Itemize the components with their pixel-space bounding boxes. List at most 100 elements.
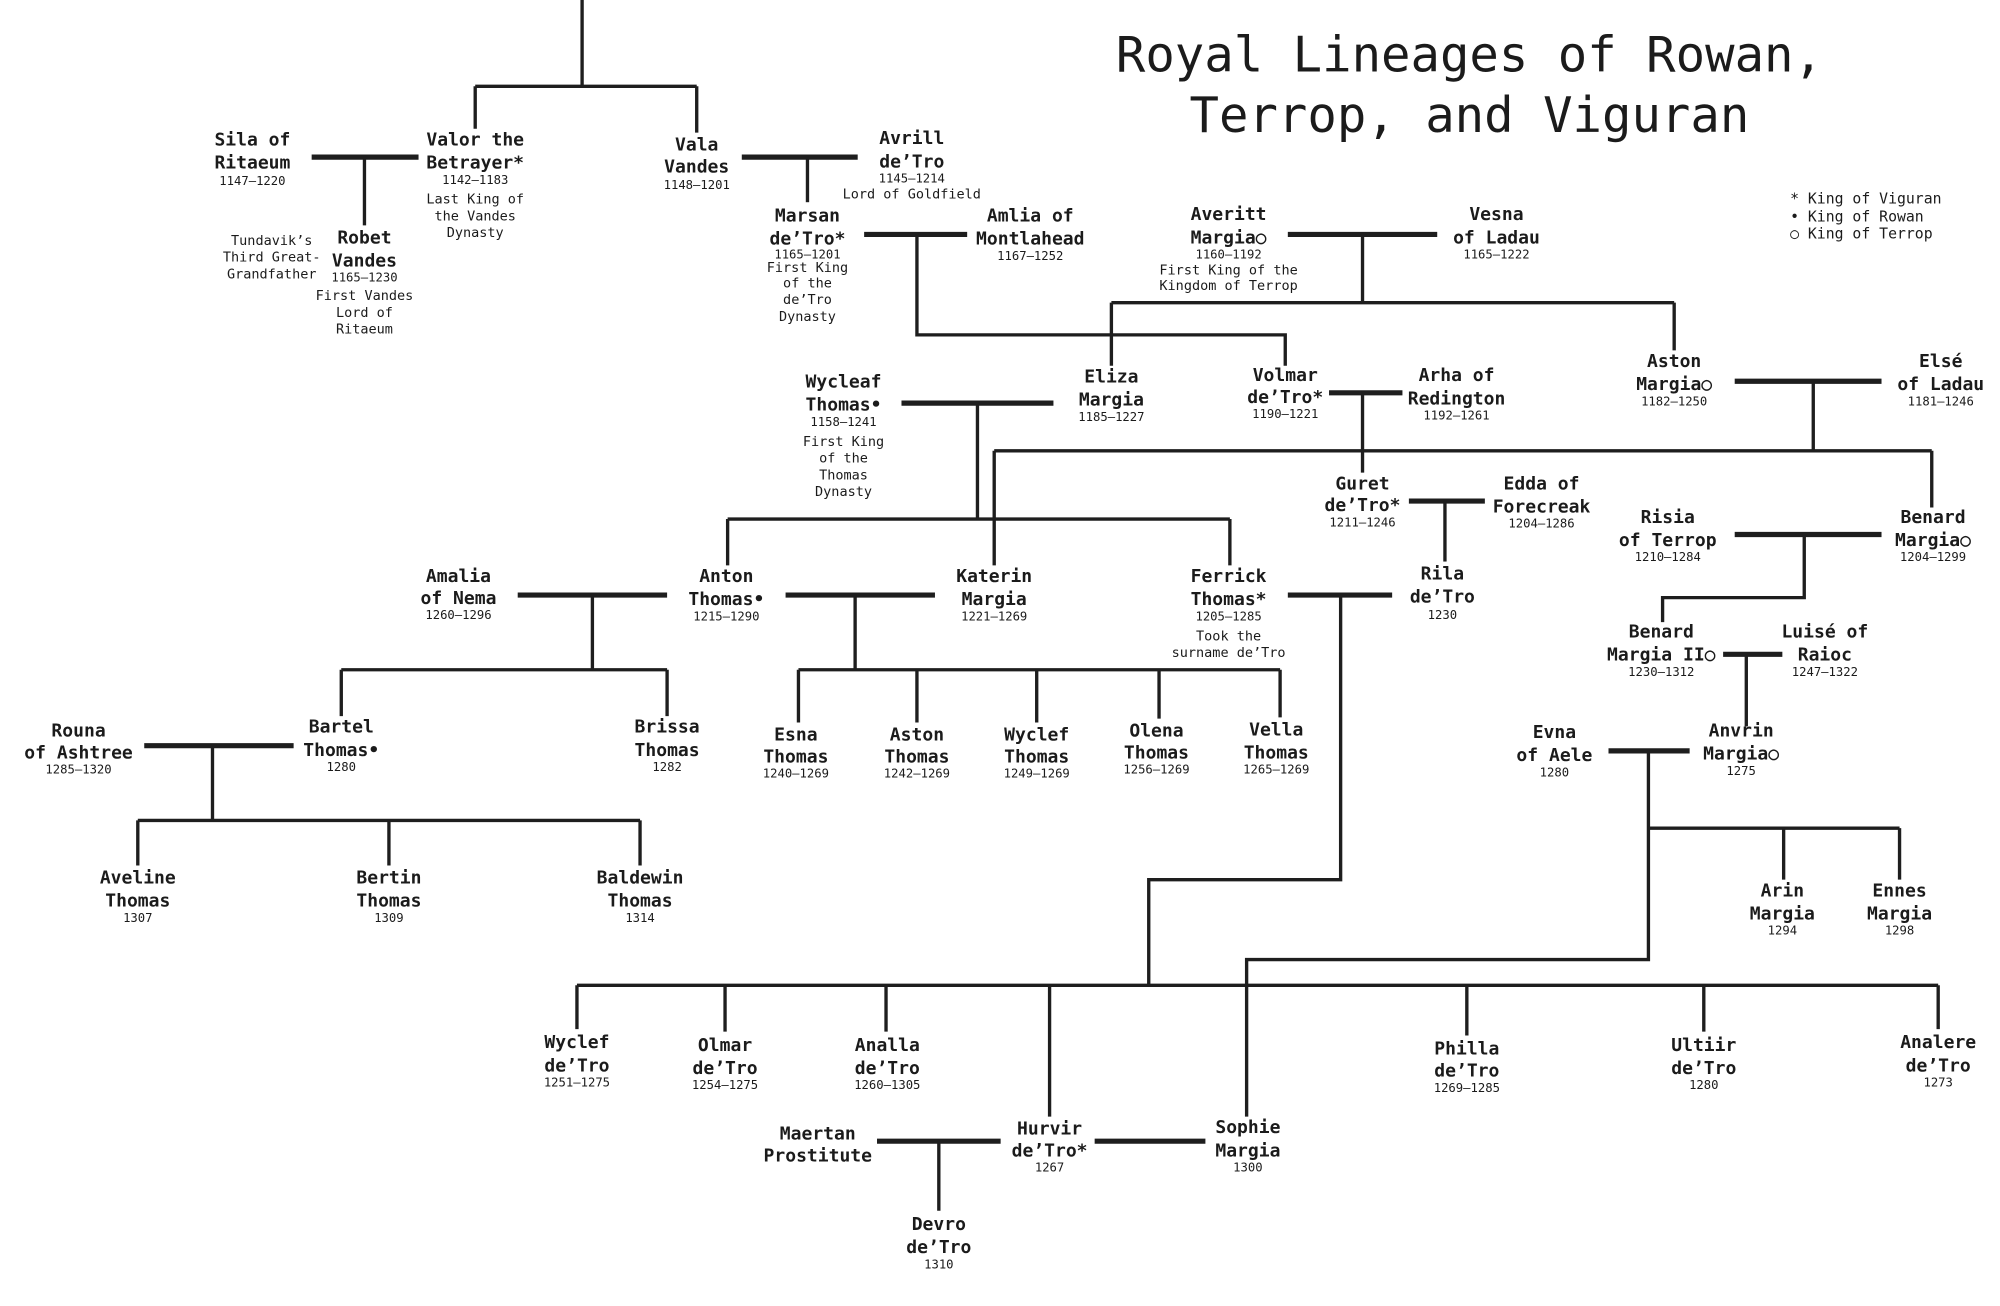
- person-name: Thomas: [763, 746, 828, 767]
- person-name: Rila: [1421, 563, 1464, 584]
- descent-line: [1147, 595, 1343, 986]
- person-name: Ritaeum: [214, 153, 290, 174]
- person-name: de’Tro*: [1012, 1140, 1088, 1161]
- person-name: of Terrop: [1619, 530, 1717, 551]
- person-name: Margia: [962, 589, 1027, 610]
- person-name: Thomas: [356, 891, 421, 912]
- person-dates: 1147–1220: [219, 174, 285, 188]
- person-name: of Aele: [1516, 745, 1592, 766]
- person-note: Lord of Goldfield: [843, 186, 981, 202]
- person-dates: 1158–1241: [810, 415, 876, 429]
- person-name: de’Tro: [1434, 1061, 1499, 1082]
- person-name: Guret: [1335, 473, 1389, 494]
- person-name: Margia: [1867, 903, 1932, 924]
- person-name: Thomas•: [688, 589, 764, 610]
- person-note: of the: [819, 451, 868, 467]
- person-name: Thomas: [884, 746, 949, 767]
- person-name: de’Tro: [879, 151, 944, 172]
- person-name: Ferrick: [1191, 566, 1267, 587]
- person-name: Olena: [1129, 721, 1183, 742]
- person-dates: 1273: [1923, 1076, 1952, 1090]
- descent-line: [992, 381, 1934, 566]
- person-dates: 1142–1183: [442, 173, 508, 187]
- person-name: Evna: [1533, 722, 1576, 743]
- person-name: Vandes: [332, 250, 397, 271]
- person-dates: 1190–1221: [1252, 407, 1318, 421]
- annotation-tundavik: Tundavik’s Third Great- Grandfather: [223, 233, 321, 282]
- person-name: Prostitute: [764, 1146, 873, 1167]
- person-name: Bartel: [309, 717, 374, 738]
- person-name: Betrayer*: [426, 153, 524, 174]
- legend-item-viguran: * King of Viguran: [1790, 191, 1941, 208]
- person-name: de’Tro: [855, 1058, 920, 1079]
- title-line-2: Terrop, and Viguran: [1190, 87, 1750, 144]
- person-name: Aveline: [100, 867, 176, 888]
- person-dates: 1165–1201: [774, 248, 840, 262]
- person-dates: 1210–1284: [1635, 550, 1701, 564]
- person-note: de’Tro: [783, 292, 832, 308]
- person-note: Kingdom of Terrop: [1159, 278, 1297, 294]
- person-dates: 1251–1275: [544, 1076, 610, 1090]
- person-dates: 1285–1320: [45, 763, 111, 777]
- person-name: Valor the: [426, 129, 524, 150]
- person-name: Vandes: [664, 156, 729, 177]
- person-name: Thomas*: [1191, 589, 1267, 610]
- title-line-1: Royal Lineages of Rowan,: [1116, 26, 1823, 83]
- person-note: Thomas: [819, 467, 868, 483]
- person-name: Ennes: [1872, 880, 1926, 901]
- person-name: Esna: [774, 724, 817, 745]
- descent-line: [796, 595, 1282, 723]
- person-name: Bertin: [356, 867, 421, 888]
- person-dates: 1294: [1768, 924, 1797, 938]
- annotation-note: Grandfather: [227, 266, 317, 282]
- person-name: Elsé: [1919, 351, 1963, 372]
- person-name: Avrill: [879, 128, 944, 149]
- person-dates: 1282: [652, 760, 681, 774]
- person-name: Robet: [337, 227, 391, 248]
- person-name: Raioc: [1798, 645, 1852, 666]
- person-dates: 1256–1269: [1123, 763, 1189, 777]
- person-name: Wyclef: [1004, 724, 1069, 745]
- annotation-note: Third Great-: [223, 250, 321, 266]
- person-name: Thomas•: [806, 395, 882, 416]
- person-dates: 1165–1222: [1463, 248, 1529, 262]
- person-name: de’Tro*: [1247, 387, 1323, 408]
- person-name: Vesna: [1469, 204, 1523, 225]
- person-name: Wycleaf: [806, 372, 882, 393]
- person-name: Thomas: [1244, 742, 1309, 763]
- person-name: Luisé of: [1781, 621, 1868, 642]
- person-dates: 1165–1230: [331, 271, 397, 285]
- person-name: Amalia: [426, 566, 491, 587]
- person-name: of Ladau: [1897, 374, 1984, 395]
- person-name: Thomas: [635, 740, 700, 761]
- person-dates: 1254–1275: [692, 1078, 758, 1092]
- person-note: of the: [783, 275, 832, 291]
- person-dates: 1249–1269: [1004, 767, 1070, 781]
- person-name: Arin: [1761, 880, 1804, 901]
- person-name: de’Tro*: [1325, 495, 1401, 516]
- person-name: de’Tro: [1906, 1055, 1971, 1076]
- person-dates: 1185–1227: [1078, 410, 1144, 424]
